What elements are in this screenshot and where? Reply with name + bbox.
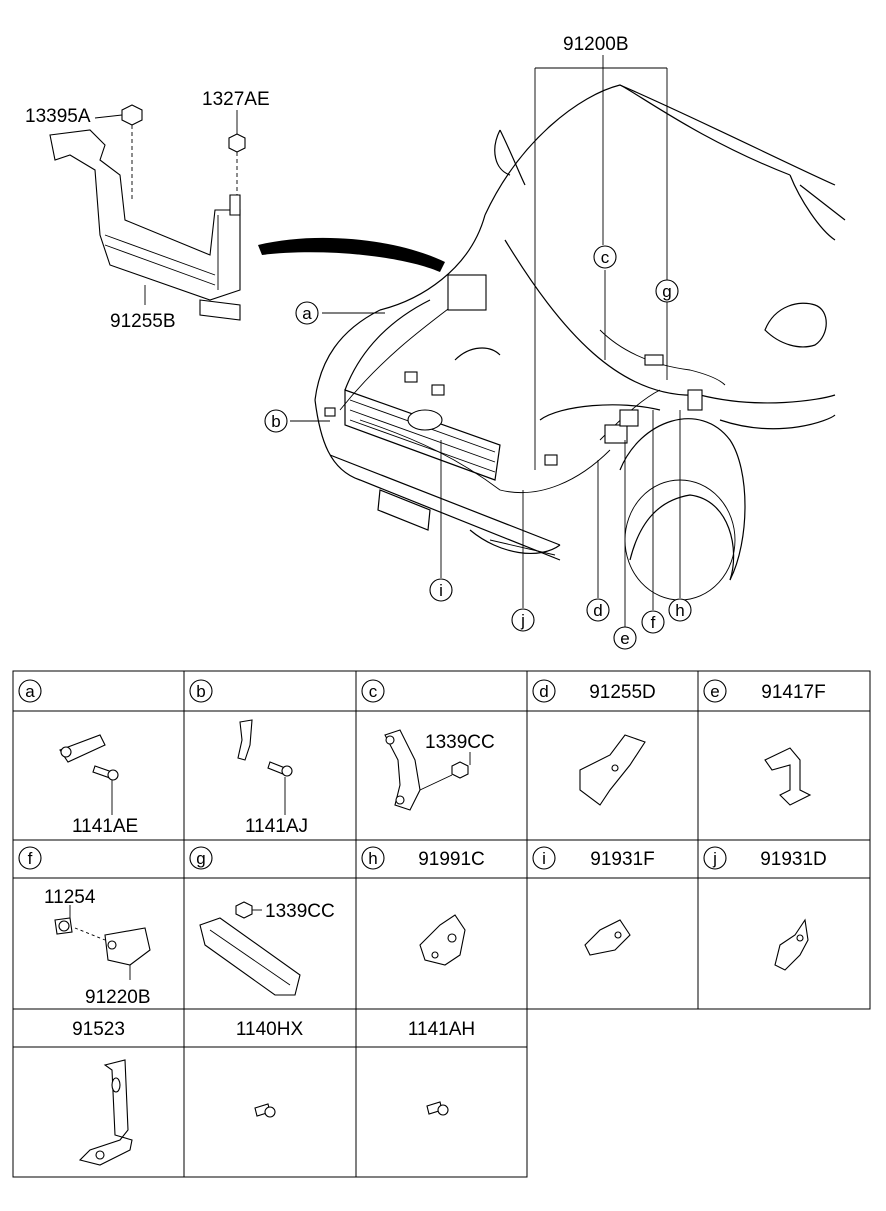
circle-letter-h: h	[668, 598, 692, 622]
circle-letter-f: f	[641, 610, 665, 634]
svg-text:d: d	[593, 601, 602, 620]
svg-text:c: c	[601, 248, 610, 267]
svg-text:b: b	[271, 412, 280, 431]
label-1141ae: 1141AE	[72, 816, 138, 837]
parts-table	[12, 670, 871, 1178]
cell-letter-circle-g	[189, 846, 213, 870]
part-91523-illustration	[78, 1059, 133, 1166]
label-1141aj: 1141AJ	[245, 816, 308, 837]
cell-letter-circle-c	[361, 679, 385, 703]
cell-title-i: 91931F	[590, 849, 654, 870]
cell-letter-d: d	[539, 682, 548, 701]
circle-letter-e: e	[613, 626, 637, 650]
cell-letter-f: f	[28, 849, 33, 868]
vehicle-illustration	[258, 84, 846, 601]
part-1140hx-illustration	[254, 1103, 276, 1118]
cell-headers: a b c d 91255D e 91417F f g h 91991C i 91931F j 91931D…	[18, 679, 827, 1040]
cell-letter-circle-b	[189, 679, 213, 703]
cell-letter-circle-i	[532, 846, 556, 870]
part-1141ah-illustration	[426, 1101, 449, 1116]
cell-letter-b: b	[196, 682, 205, 701]
cell-title-l: 1140HX	[236, 1019, 304, 1040]
label-1339cc-g: 1339CC	[265, 901, 335, 922]
circle-letter-c: c	[593, 245, 617, 269]
circle-letter-g: g	[655, 279, 679, 303]
svg-text:h: h	[675, 601, 684, 620]
callout-13395a: 13395A	[25, 106, 91, 127]
cell-title-h: 91991C	[418, 849, 485, 870]
svg-text:j: j	[520, 611, 525, 630]
part-j-illustration	[774, 918, 809, 971]
cell-letter-circle-h	[361, 846, 385, 870]
cell-letter-i: i	[542, 849, 546, 868]
cell-inner-labels: 1141AE 1141AJ 1339CC 11254 91220B 1339CC	[44, 732, 495, 1008]
svg-text:f: f	[651, 613, 656, 632]
cell-letter-circle-a	[18, 679, 42, 703]
cell-title-m: 1141AH	[408, 1019, 475, 1040]
circle-letter-j: j	[511, 608, 535, 632]
part-e-illustration	[764, 747, 812, 806]
circle-letter-d: d	[586, 598, 610, 622]
circle-letter-a: a	[295, 301, 319, 325]
part-h-illustration	[419, 914, 466, 966]
cell-title-j: 91931D	[760, 849, 827, 870]
cell-letter-circle-d	[532, 679, 556, 703]
cell-letter-g: g	[196, 849, 205, 868]
circle-letters: a b c d e f g h	[264, 245, 692, 650]
part-a-illustration	[59, 734, 119, 815]
cell-letter-c: c	[369, 682, 378, 701]
cell-title-d: 91255D	[589, 682, 656, 703]
cell-title-e: 91417F	[761, 682, 825, 703]
part-d-illustration	[579, 734, 646, 806]
svg-text:a: a	[302, 304, 312, 323]
callout-1327ae: 1327AE	[202, 89, 270, 110]
bracket-91255b-illustration	[49, 104, 246, 321]
svg-text:g: g	[662, 282, 671, 301]
label-91220b: 91220B	[85, 987, 151, 1008]
circle-letter-b: b	[264, 409, 288, 433]
cell-drawings	[54, 719, 812, 1166]
part-b-illustration	[237, 719, 293, 815]
cell-letter-e: e	[710, 682, 719, 701]
cell-letter-a: a	[25, 682, 35, 701]
svg-text:i: i	[439, 581, 443, 600]
cell-letter-circle-j	[703, 846, 727, 870]
svg-text:e: e	[620, 629, 629, 648]
cell-letter-circle-e	[703, 679, 727, 703]
part-c-illustration	[384, 729, 471, 811]
cell-letter-h: h	[368, 849, 377, 868]
label-1339cc-c: 1339CC	[425, 732, 495, 753]
label-11254: 11254	[44, 887, 96, 908]
part-g-illustration	[199, 901, 301, 996]
cell-letter-circle-f	[18, 846, 42, 870]
callout-91200b: 91200B	[563, 34, 629, 55]
leader-lines	[94, 55, 681, 628]
callout-91255b: 91255B	[110, 311, 176, 332]
cell-letter-j: j	[712, 849, 717, 868]
part-i-illustration	[584, 919, 631, 956]
cell-title-k: 91523	[72, 1019, 125, 1040]
part-f-illustration	[54, 905, 151, 980]
circle-letter-i: i	[429, 578, 453, 602]
